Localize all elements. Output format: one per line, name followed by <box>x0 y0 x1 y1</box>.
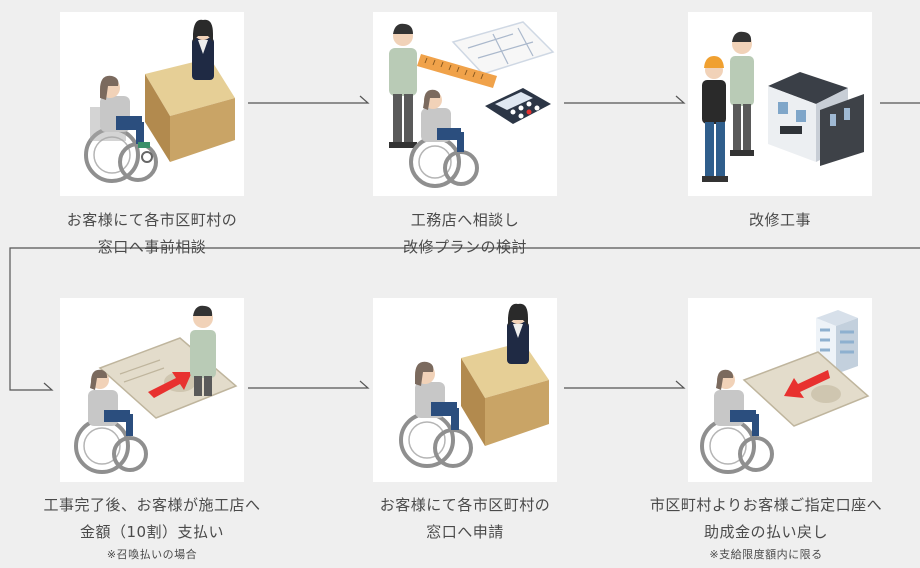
step-1-line-1: お客様にて各市区町村の <box>66 211 238 229</box>
step-6-line-1: 市区町村よりお客様ご指定口座へ <box>649 496 883 514</box>
wrap-connector <box>9 247 920 391</box>
step-6-note: ※支給限度額内に限る <box>709 548 823 561</box>
step-2-line-1: 工務店へ相談し <box>410 211 520 229</box>
step-2-illustration <box>373 12 557 196</box>
payment-arrow-icon <box>148 372 192 398</box>
calculator <box>485 88 551 124</box>
step-6-illustration <box>688 298 872 482</box>
wheelchair-customer <box>700 369 774 474</box>
step-4-note: ※召喚払いの場合 <box>106 548 198 561</box>
step-5-line-2: 窓口へ申請 <box>426 523 504 541</box>
connector-4-5 <box>248 380 370 389</box>
step-5-illustration <box>373 298 557 482</box>
floor-plan <box>451 21 555 75</box>
step-5-line-1: お客様にて各市区町村の <box>379 496 551 514</box>
connector-1-2 <box>248 95 370 104</box>
step-4-line-1: 工事完了後、お客様が施工店へ <box>43 496 261 514</box>
staff-woman <box>507 303 529 364</box>
municipal-building-icon <box>812 310 858 374</box>
step-6-label: 市区町村よりお客様ご指定口座へ 助成金の払い戻し ※支給限度額内に限る <box>612 492 920 562</box>
wheelchair-customer <box>409 89 479 188</box>
step-1-line-2: 窓口へ事前相談 <box>97 238 207 256</box>
wheelchair-customer <box>74 369 148 474</box>
counter-desk <box>145 58 235 162</box>
step-1-label: お客様にて各市区町村の 窓口へ事前相談 <box>2 207 302 261</box>
contractor-man <box>389 23 417 148</box>
house <box>768 72 864 166</box>
client-man <box>730 31 754 156</box>
contractor-man <box>190 305 216 396</box>
connector-2-3 <box>564 95 686 104</box>
step-4-illustration <box>60 298 244 482</box>
step-6-line-2: 助成金の払い戻し <box>703 523 828 541</box>
staff-woman <box>192 19 214 80</box>
refund-arrow-icon <box>784 370 830 398</box>
step-3-line-1: 改修工事 <box>748 211 811 229</box>
step-1-illustration <box>60 12 244 196</box>
step-3-illustration <box>688 12 872 196</box>
step-4-line-2: 金額（10割）支払い <box>79 523 225 541</box>
counter-desk <box>461 342 549 446</box>
step-4-label: 工事完了後、お客様が施工店へ 金額（10割）支払い ※召喚払いの場合 <box>2 492 302 562</box>
step-2-line-2: 改修プランの検討 <box>402 238 527 256</box>
step-5-label: お客様にて各市区町村の 窓口へ申請 <box>315 492 615 546</box>
wheelchair-customer <box>399 361 473 468</box>
connector-5-6 <box>564 380 686 389</box>
wheelchair-customer <box>84 75 158 183</box>
step-2-label: 工務店へ相談し 改修プランの検討 <box>315 207 615 261</box>
worker-helmet <box>702 56 728 182</box>
step-3-label: 改修工事 <box>630 207 920 234</box>
ruler <box>417 54 497 88</box>
